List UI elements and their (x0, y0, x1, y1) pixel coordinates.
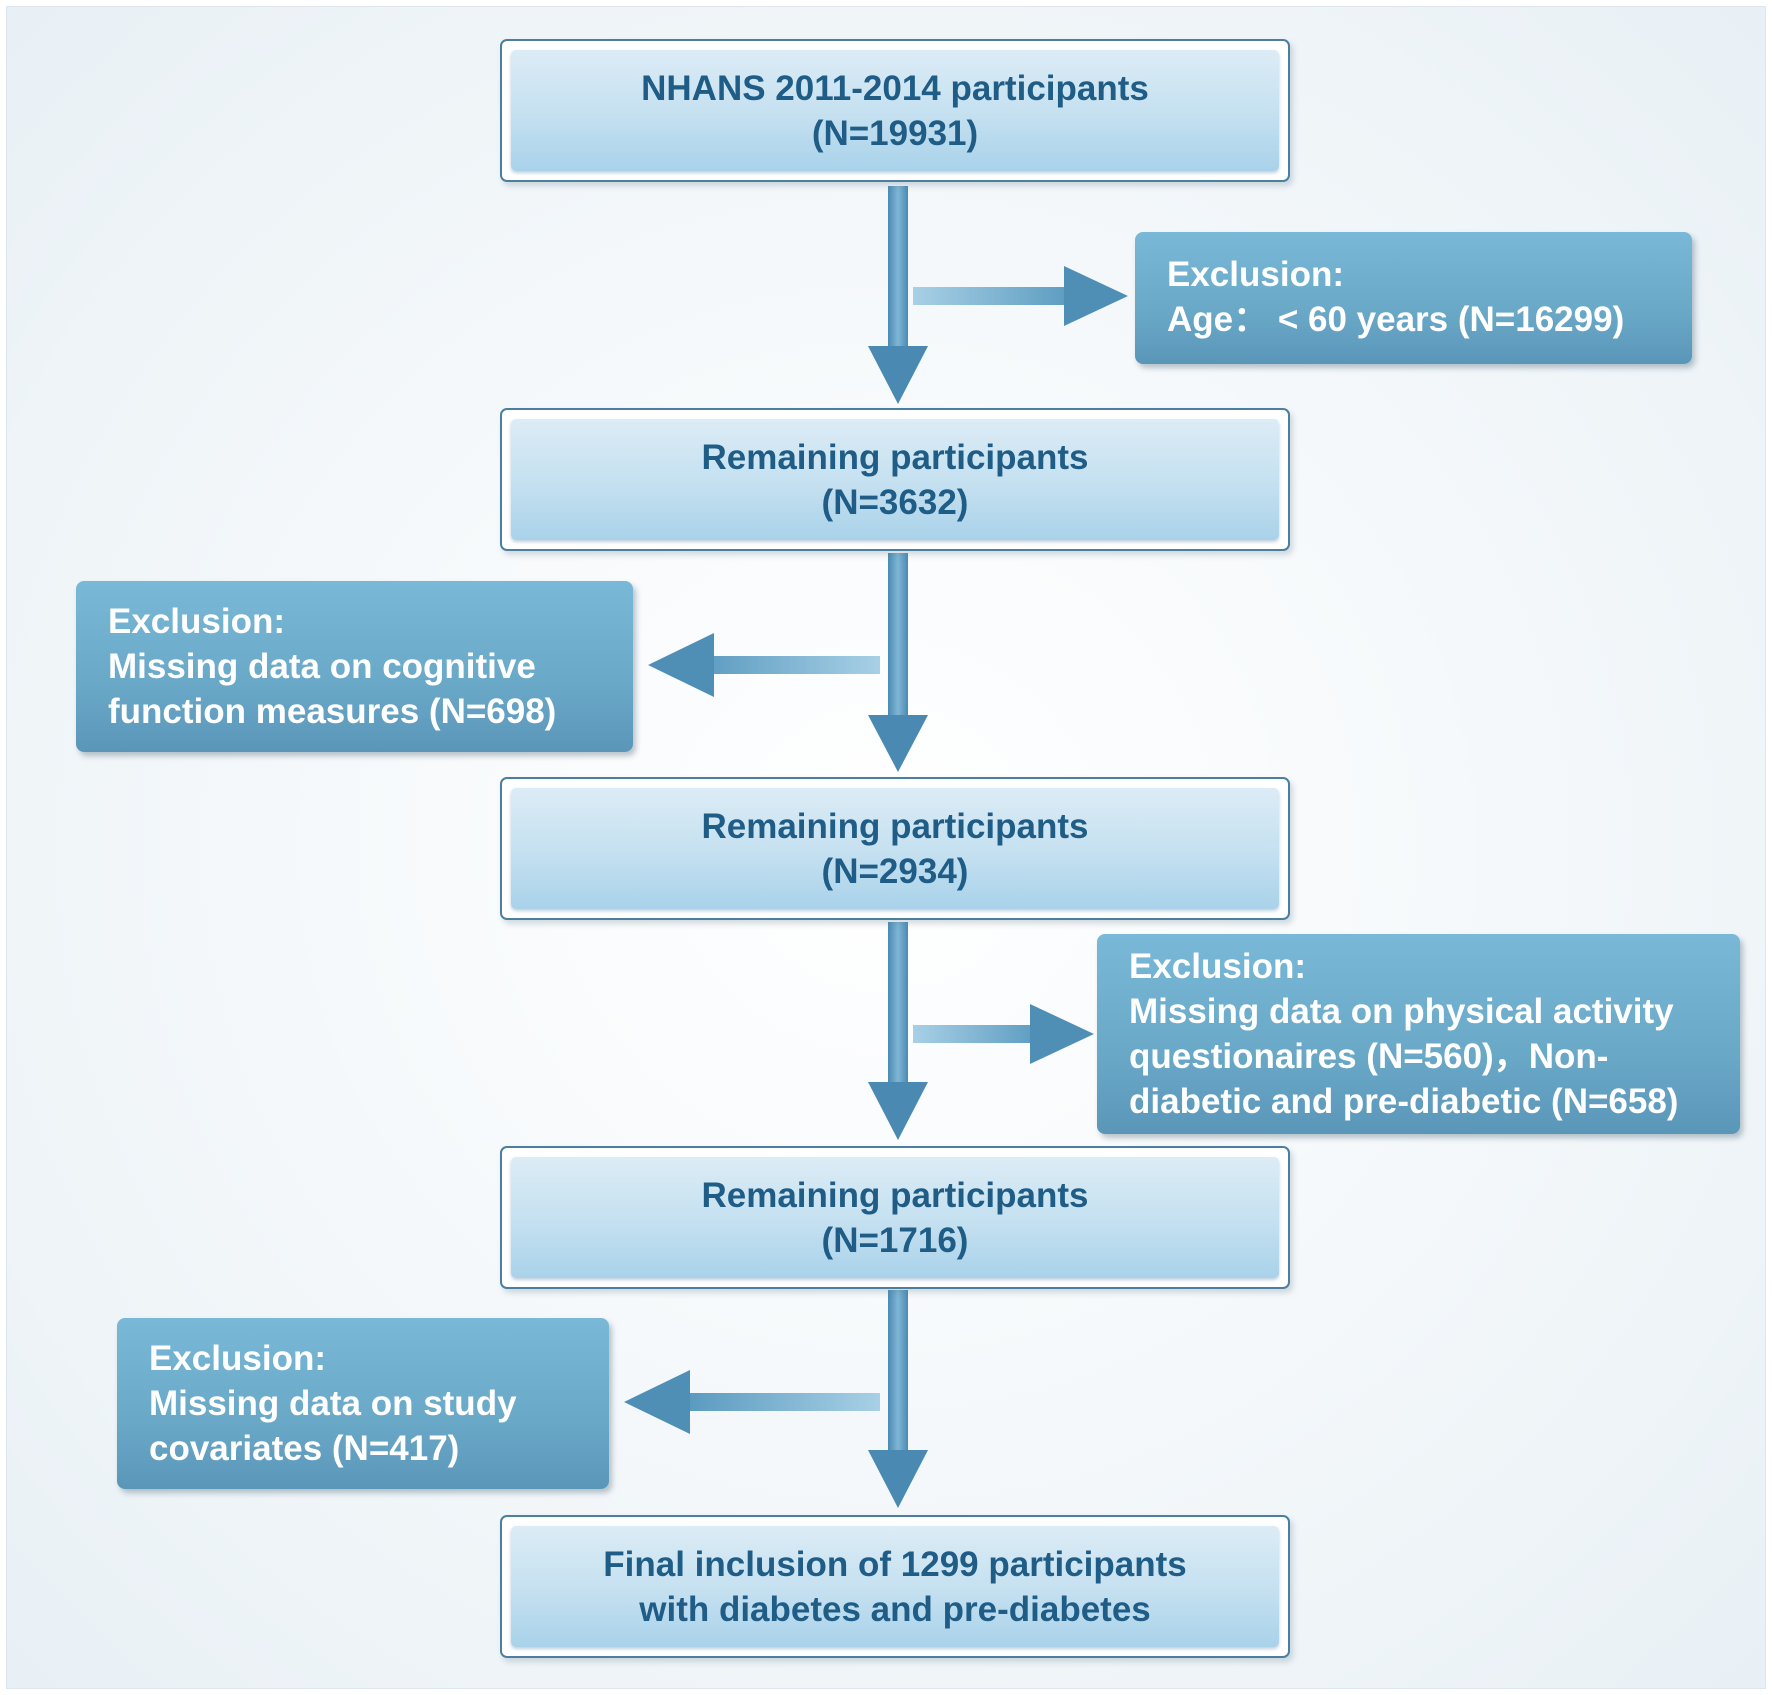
flow-box-remaining-1: Remaining participants (N=3632) (500, 408, 1290, 551)
flow-box-remaining-2: Remaining participants (N=2934) (500, 777, 1290, 920)
left-arrow-2-shaft (700, 656, 880, 674)
exclusion-4-line-2: covariates (N=417) (149, 1429, 460, 1468)
flow-box-4-line-2: (N=1716) (821, 1220, 969, 1260)
down-arrow-2-shaft (888, 553, 908, 733)
down-arrow-4-shaft (888, 1290, 908, 1470)
exclusion-2-line-1: Missing data on cognitive (108, 647, 536, 686)
exclusion-box-physical-activity: Exclusion: Missing data on physical acti… (1097, 934, 1740, 1134)
exclusion-3-line-1: Missing data on physical activity (1129, 992, 1674, 1031)
down-arrow-3-head (868, 1082, 928, 1140)
exclusion-1-heading: Exclusion: (1167, 255, 1344, 294)
flow-box-3-line-2: (N=2934) (821, 851, 969, 891)
exclusion-3-line-2: questionaires (N=560)，Non- (1129, 1037, 1609, 1076)
exclusion-3-line-3: diabetic and pre-diabetic (N=658) (1129, 1082, 1679, 1121)
exclusion-2-line-2: function measures (N=698) (108, 692, 557, 731)
down-arrow-4-head (868, 1450, 928, 1508)
exclusion-3-heading: Exclusion: (1129, 947, 1306, 986)
exclusion-4-heading: Exclusion: (149, 1339, 326, 1378)
right-arrow-3-head (1030, 1004, 1094, 1064)
left-arrow-4-head (624, 1370, 690, 1434)
flow-box-5-line-2: with diabetes and pre-diabetes (639, 1589, 1151, 1629)
flow-box-1-line-1: NHANS 2011-2014 participants (641, 68, 1149, 108)
flow-box-final-inclusion: Final inclusion of 1299 participants wit… (500, 1515, 1290, 1658)
exclusion-4-line-1: Missing data on study (149, 1384, 517, 1423)
flow-box-nhans-participants: NHANS 2011-2014 participants (N=19931) (500, 39, 1290, 182)
exclusion-2-heading: Exclusion: (108, 602, 285, 641)
down-arrow-3-shaft (888, 922, 908, 1102)
right-arrow-3-shaft (913, 1025, 1041, 1043)
exclusion-box-covariates: Exclusion: Missing data on study covaria… (117, 1318, 609, 1489)
right-arrow-1-shaft (913, 287, 1073, 305)
down-arrow-1-shaft (888, 186, 908, 366)
flow-box-remaining-3: Remaining participants (N=1716) (500, 1146, 1290, 1289)
flow-box-5-line-1: Final inclusion of 1299 participants (603, 1544, 1187, 1584)
down-arrow-1-head (868, 346, 928, 404)
flow-box-2-line-1: Remaining participants (701, 437, 1089, 477)
exclusion-box-cognitive: Exclusion: Missing data on cognitive fun… (76, 581, 633, 752)
left-arrow-2-head (648, 633, 714, 697)
flow-box-4-line-1: Remaining participants (701, 1175, 1089, 1215)
flow-box-1-line-2: (N=19931) (811, 113, 979, 153)
down-arrow-2-head (868, 715, 928, 772)
exclusion-box-age: Exclusion: Age： < 60 years (N=16299) (1135, 232, 1692, 364)
right-arrow-1-head (1064, 266, 1128, 326)
exclusion-1-line-1: Age： < 60 years (N=16299) (1167, 300, 1625, 339)
flow-box-3-line-1: Remaining participants (701, 806, 1089, 846)
flow-box-2-line-2: (N=3632) (821, 482, 969, 522)
left-arrow-4-shaft (690, 1393, 880, 1411)
